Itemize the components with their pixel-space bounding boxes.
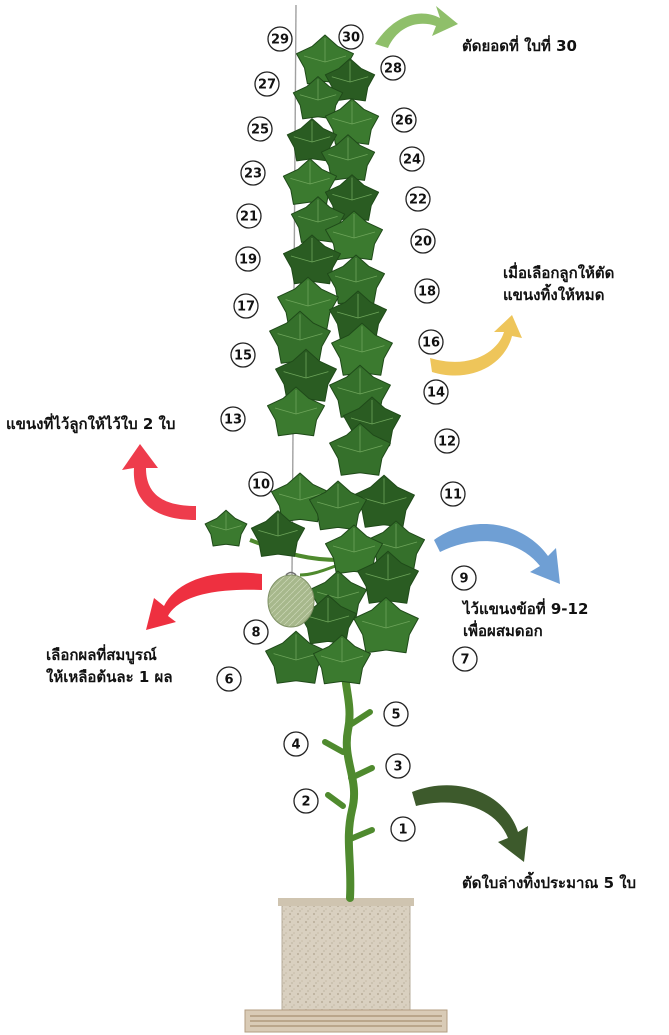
fruit-branch [300,565,338,575]
node-marker: 11 [441,482,465,506]
node-marker: 4 [284,732,308,756]
node-marker-label: 21 [240,210,258,225]
node-marker: 17 [234,294,258,318]
arrow-drop-branches [430,315,522,376]
node-marker-label: 22 [409,193,427,208]
callout-select-fruit-line1: เลือกผลที่สมบูรณ์ [46,645,173,667]
node-marker-label: 9 [459,572,468,587]
node-marker-label: 28 [384,62,402,77]
node-marker: 2 [294,789,318,813]
node-marker-label: 29 [271,33,289,48]
callout-drop-branches-line1: เมื่อเลือกลูกให้ตัด [503,263,614,285]
node-marker-label: 26 [395,114,413,129]
leaf [354,597,419,652]
node-marker-label: 12 [438,435,456,450]
melon-fruit [268,573,314,628]
main-stem [325,650,372,898]
node-marker: 24 [400,147,424,171]
node-marker: 19 [236,247,260,271]
arrow-select-fruit [146,573,262,630]
node-marker-label: 15 [234,349,252,364]
callout-cut-lower: ตัดใบล่างทิ้งประมาณ 5 ใบ [462,873,636,895]
node-marker: 25 [248,117,272,141]
node-marker-label: 4 [291,738,300,753]
node-marker: 18 [415,279,439,303]
node-marker: 26 [392,108,416,132]
node-marker: 10 [249,472,273,496]
node-marker: 28 [381,56,405,80]
node-marker-label: 8 [251,626,260,641]
node-marker-label: 17 [237,300,255,315]
node-marker-label: 5 [391,708,400,723]
arrow-top-cut [375,6,458,48]
node-marker-label: 2 [301,795,310,810]
node-marker: 14 [424,380,448,404]
node-marker: 9 [452,566,476,590]
callout-select-fruit: เลือกผลที่สมบูรณ์ ให้เหลือต้นละ 1 ผล [46,645,173,689]
callout-keep-leaves: แขนงที่ไว้ลูกให้ไว้ใบ 2 ใบ [6,414,175,436]
arrow-keep-leaves [122,444,196,520]
node-marker-label: 18 [418,285,436,300]
node-marker-label: 6 [224,673,233,688]
node-marker: 13 [221,407,245,431]
callout-top-cut-text: ตัดยอดที่ ใบที่ 30 [462,36,577,58]
node-marker: 29 [268,27,292,51]
node-marker: 20 [411,229,435,253]
callout-pollinate-line2: เพื่อผสมดอก [463,621,588,643]
callout-cut-lower-text: ตัดใบล่างทิ้งประมาณ 5 ใบ [462,873,636,895]
node-marker: 23 [241,161,265,185]
node-marker: 7 [453,647,477,671]
node-marker: 16 [419,330,443,354]
callout-pollinate: ไว้แขนงข้อที่ 9-12 เพื่อผสมดอก [463,599,588,643]
pot-body [282,902,410,1012]
node-marker: 3 [386,754,410,778]
node-marker: 6 [217,667,241,691]
node-marker-label: 27 [258,78,276,93]
node-marker-label: 19 [239,253,257,268]
leaf [205,510,247,546]
node-marker: 30 [339,25,363,49]
node-marker: 21 [237,204,261,228]
node-marker-label: 10 [252,478,270,493]
node-marker-label: 14 [427,386,445,401]
node-marker-label: 25 [251,123,269,138]
node-marker-label: 20 [414,235,432,250]
node-marker-label: 1 [398,823,407,838]
node-marker-label: 7 [460,653,469,668]
node-marker: 1 [391,817,415,841]
node-marker-label: 16 [422,336,440,351]
callout-drop-branches-line2: แขนงทิ้งให้หมด [503,285,614,307]
callout-keep-leaves-text: แขนงที่ไว้ลูกให้ไว้ใบ 2 ใบ [6,414,175,436]
node-marker-label: 3 [393,760,402,775]
node-marker: 5 [384,702,408,726]
node-marker: 12 [435,429,459,453]
node-marker: 15 [231,343,255,367]
node-marker-label: 30 [342,31,360,46]
callout-top-cut: ตัดยอดที่ ใบที่ 30 [462,36,577,58]
node-marker: 22 [406,187,430,211]
arrow-cut-lower [412,785,528,862]
callout-select-fruit-line2: ให้เหลือต้นละ 1 ผล [46,667,173,689]
callout-drop-branches: เมื่อเลือกลูกให้ตัด แขนงทิ้งให้หมด [503,263,614,307]
node-marker-label: 24 [403,153,421,168]
pot [245,898,447,1032]
pot-rim [278,898,414,906]
node-marker: 27 [255,72,279,96]
node-marker-label: 11 [444,488,462,503]
callout-pollinate-line1: ไว้แขนงข้อที่ 9-12 [463,599,588,621]
node-marker-label: 23 [244,167,262,182]
node-marker-label: 13 [224,413,242,428]
node-marker: 8 [244,620,268,644]
